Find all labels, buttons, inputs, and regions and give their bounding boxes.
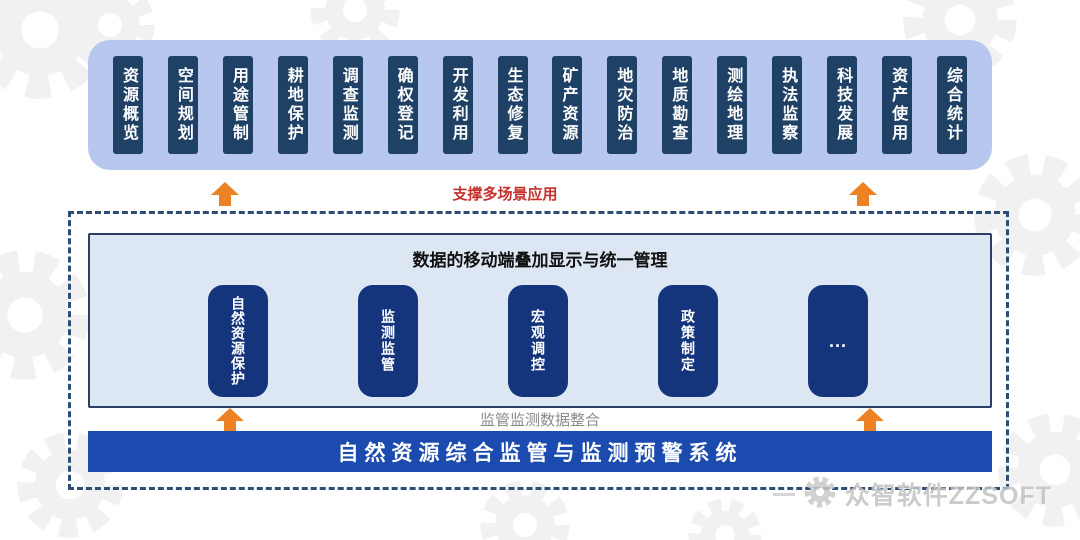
scenario-pill-ecological-restoration: 生态修复 [497, 56, 528, 154]
function-box-label: 宏观调控 [530, 309, 546, 373]
scenario-pill-resource-overview: 资源概览 [112, 56, 143, 154]
scenario-pill-law-enforcement: 执法监察 [772, 56, 803, 154]
scenario-pill-label: 耕地保护 [284, 67, 302, 143]
function-box-label: 自然资源保护 [230, 296, 246, 386]
up-arrow-icon [856, 408, 884, 432]
scenario-pill-surveying-geography: 测绘地理 [717, 56, 748, 154]
scenario-pill-geohazard-prevention: 地灾防治 [607, 56, 638, 154]
scenario-pill-spatial-planning: 空间规划 [167, 56, 198, 154]
scenario-pill-tech-development: 科技发展 [827, 56, 858, 154]
scenario-pill-label: 执法监察 [779, 67, 797, 143]
support-label: 支撑多场景应用 [452, 186, 558, 203]
scenario-pill-asset-use: 资产使用 [882, 56, 913, 154]
scenario-pill-label: 确权登记 [394, 67, 412, 143]
scenario-pill-label: 资源概览 [119, 67, 137, 143]
watermark: 众智软件ZZSOFT [772, 476, 1052, 512]
scenario-pill-use-control: 用途管制 [222, 56, 253, 154]
function-box-natural-resource-protection: 自然资源保护 [208, 285, 268, 397]
watermark-gear-icon [801, 473, 839, 516]
background-gear-icon [680, 490, 770, 540]
scenario-pill-geological-exploration: 地质勘查 [662, 56, 693, 154]
scenario-pill-label: 矿产资源 [559, 67, 577, 143]
scenario-pill-survey-monitoring: 调查监测 [332, 56, 363, 154]
scenario-pill-label: 地灾防治 [614, 67, 632, 143]
scenario-pill-label: 用途管制 [229, 67, 247, 143]
function-box-label: 政策制定 [680, 309, 696, 373]
function-box-label: ... [828, 331, 847, 351]
up-arrow-icon [211, 182, 239, 206]
scenario-pill-label: 综合统计 [944, 67, 961, 143]
scenario-pill-label: 地质勘查 [669, 67, 687, 143]
scenario-pill-label: 生态修复 [504, 67, 522, 143]
scenario-pill-label: 测绘地理 [724, 67, 742, 143]
scenario-pill-label: 开发利用 [449, 67, 467, 143]
scenario-pill-label: 空间规划 [174, 67, 192, 143]
function-box-macro-regulation: 宏观调控 [508, 285, 568, 397]
function-box-label: 监测监管 [380, 309, 396, 373]
function-box-more: ... [808, 285, 868, 397]
function-box-monitoring-supervision: 监测监管 [358, 285, 418, 397]
panel-title: 数据的移动端叠加显示与统一管理 [412, 251, 668, 270]
watermark-text: 众智软件ZZSOFT [844, 482, 1052, 510]
scenario-pill-comprehensive-statistics: 综合统计 [937, 56, 967, 154]
watermark-dash [772, 492, 795, 496]
scenario-pill-label: 科技发展 [834, 67, 852, 143]
integration-label: 监管监测数据整合 [479, 412, 600, 429]
scenario-pill-label: 资产使用 [889, 67, 907, 143]
system-banner-title: 自然资源综合监管与监测预警系统 [337, 441, 743, 465]
scenario-pill-rights-registration: 确权登记 [387, 56, 418, 154]
up-arrow-icon [849, 182, 877, 206]
scenario-pill-development-use: 开发利用 [442, 56, 473, 154]
system-banner: 自然资源综合监管与监测预警系统 [88, 431, 992, 472]
scenario-strip: 资源概览 空间规划 用途管制 耕地保护 调查监测 确权登记 开发利用 生态修复 … [88, 40, 992, 170]
scenario-pill-label: 调查监测 [339, 67, 357, 143]
function-box-policy-making: 政策制定 [658, 285, 718, 397]
monitoring-system-boundary [68, 211, 1009, 490]
scenario-pill-farmland-protection: 耕地保护 [277, 56, 308, 154]
scenario-pill-mineral-resources: 矿产资源 [552, 56, 583, 154]
up-arrow-icon [216, 408, 244, 432]
